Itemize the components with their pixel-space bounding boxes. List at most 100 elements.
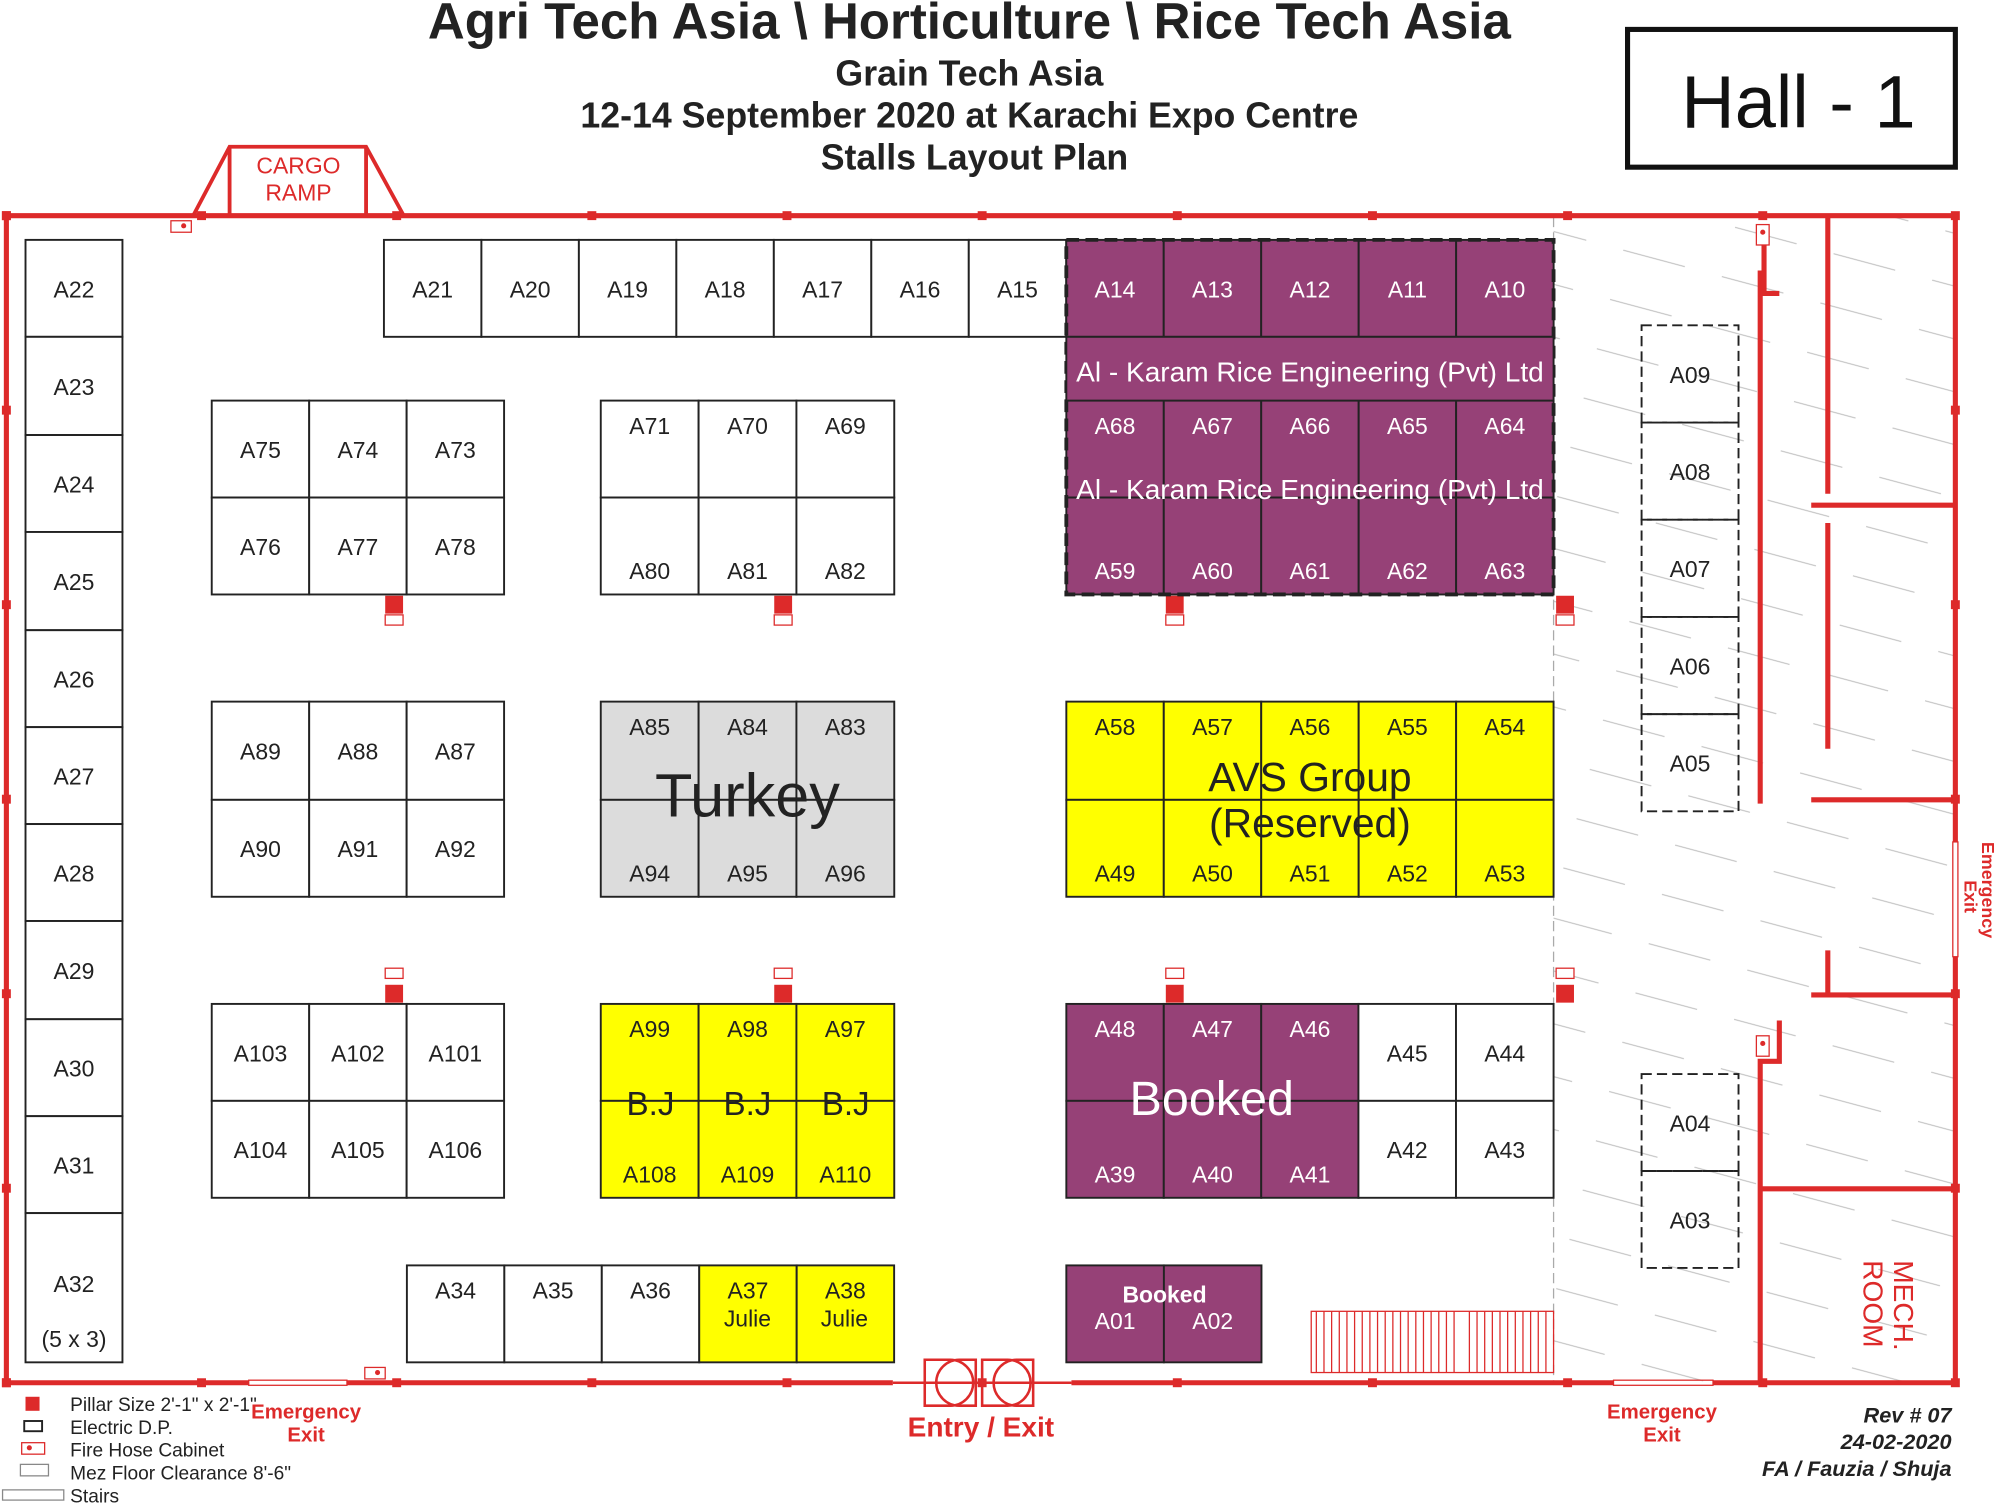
stall-a109[interactable]: A109 <box>697 1099 798 1199</box>
stall-box[interactable] <box>697 1002 798 1102</box>
stall-box[interactable] <box>24 1018 124 1118</box>
stall-a61[interactable]: A61 <box>1260 496 1360 596</box>
stall-box[interactable] <box>308 496 408 596</box>
stall-a04[interactable]: A04 <box>1640 1073 1740 1172</box>
stall-a78[interactable]: A78 <box>405 496 506 596</box>
stall-a40[interactable]: A40 <box>1162 1099 1263 1199</box>
stall-a41[interactable]: A41 <box>1260 1099 1360 1199</box>
stall-box[interactable] <box>795 399 896 499</box>
stall-box[interactable] <box>1162 1099 1263 1199</box>
stall-box[interactable] <box>24 726 124 826</box>
stall-a11[interactable]: A11 <box>1357 238 1458 338</box>
stall-box[interactable] <box>1065 700 1165 801</box>
stall-a24[interactable]: A24 <box>24 434 124 533</box>
stall-box[interactable] <box>1357 496 1458 596</box>
stall-a51[interactable]: A51 <box>1260 798 1360 898</box>
stall-a28[interactable]: A28 <box>24 823 124 922</box>
stall-box[interactable] <box>24 335 124 436</box>
stall-box[interactable] <box>24 531 124 632</box>
stall-a104[interactable]: A104 <box>210 1099 311 1199</box>
stall-a23[interactable]: A23 <box>24 335 124 436</box>
stall-a82[interactable]: A82 <box>795 496 896 596</box>
stall-a47[interactable]: A47 <box>1162 1002 1263 1102</box>
stall-a03[interactable]: A03 <box>1640 1170 1740 1269</box>
stall-box[interactable] <box>210 399 311 499</box>
stall-a20[interactable]: A20 <box>480 238 580 338</box>
stall-a71[interactable]: A71 <box>599 399 700 499</box>
stall-box[interactable] <box>697 399 798 499</box>
stall-box[interactable] <box>600 1264 701 1364</box>
stall-a91[interactable]: A91 <box>308 798 408 898</box>
stall-box[interactable] <box>1357 1099 1457 1199</box>
stall-box[interactable] <box>1260 496 1360 596</box>
stall-a74[interactable]: A74 <box>308 399 408 499</box>
stall-a62[interactable]: A62 <box>1357 496 1458 596</box>
stall-box[interactable] <box>1357 399 1458 499</box>
stall-box[interactable] <box>1455 1002 1555 1102</box>
stall-box[interactable] <box>1640 713 1740 813</box>
stall-box[interactable] <box>24 238 124 338</box>
stall-a58[interactable]: A58 <box>1065 700 1165 801</box>
stall-a87[interactable]: A87 <box>405 700 506 801</box>
stall-box[interactable] <box>675 238 775 338</box>
stall-a07[interactable]: A07 <box>1640 518 1740 618</box>
stall-box[interactable] <box>1640 421 1740 521</box>
stall-box[interactable] <box>697 798 798 898</box>
stall-box[interactable] <box>1455 700 1555 801</box>
stall-box[interactable] <box>382 238 483 338</box>
stall-a46[interactable]: A46 <box>1260 1002 1360 1102</box>
stall-a98[interactable]: A98 <box>697 1002 798 1102</box>
stall-a36[interactable]: A36 <box>600 1264 701 1364</box>
stall-box[interactable] <box>1640 1073 1740 1172</box>
stall-a83[interactable]: A83 <box>795 700 896 801</box>
stall-a05[interactable]: A05 <box>1640 713 1740 813</box>
stall-a110[interactable]: A110 <box>795 1099 896 1199</box>
stall-a59[interactable]: A59 <box>1065 496 1165 596</box>
stall-a92[interactable]: A92 <box>405 798 506 898</box>
stall-a17[interactable]: A17 <box>772 238 873 338</box>
stall-a32[interactable]: A32 <box>24 1212 124 1364</box>
stall-a84[interactable]: A84 <box>697 700 798 801</box>
stall-box[interactable] <box>795 1002 896 1102</box>
stall-box[interactable] <box>1065 1099 1165 1199</box>
stall-box[interactable] <box>1640 518 1740 618</box>
stall-a52[interactable]: A52 <box>1357 798 1458 898</box>
stall-a65[interactable]: A65 <box>1357 399 1458 499</box>
stall-a10[interactable]: A10 <box>1455 238 1555 338</box>
stall-box[interactable] <box>795 798 896 898</box>
stall-a27[interactable]: A27 <box>24 726 124 826</box>
stall-box[interactable] <box>599 798 700 898</box>
stall-a16[interactable]: A16 <box>870 238 970 338</box>
stall-box[interactable] <box>405 798 506 898</box>
stall-box[interactable] <box>210 496 311 596</box>
stall-box[interactable] <box>772 238 873 338</box>
stall-box[interactable] <box>24 1115 124 1215</box>
stall-box[interactable] <box>967 238 1068 338</box>
stall-box[interactable] <box>1260 1002 1360 1102</box>
stall-a94[interactable]: A94 <box>599 798 700 898</box>
stall-a25[interactable]: A25 <box>24 531 124 632</box>
stall-a96[interactable]: A96 <box>795 798 896 898</box>
stall-a39[interactable]: A39 <box>1065 1099 1165 1199</box>
stall-box[interactable] <box>577 238 678 338</box>
stall-a88[interactable]: A88 <box>308 700 408 801</box>
stall-a101[interactable]: A101 <box>405 1002 506 1102</box>
stall-box[interactable] <box>1640 324 1740 424</box>
stall-box[interactable] <box>1357 1002 1457 1102</box>
stall-a37[interactable]: A37 <box>698 1264 798 1364</box>
stall-box[interactable] <box>405 496 506 596</box>
stall-box[interactable] <box>697 496 798 596</box>
stall-a105[interactable]: A105 <box>308 1099 408 1199</box>
stall-a63[interactable]: A63 <box>1455 496 1555 596</box>
stall-box[interactable] <box>24 434 124 533</box>
stall-box[interactable] <box>1065 496 1165 596</box>
stall-a89[interactable]: A89 <box>210 700 311 801</box>
stall-box[interactable] <box>210 700 311 801</box>
stall-box[interactable] <box>1162 700 1263 801</box>
stall-box[interactable] <box>599 399 700 499</box>
stall-a45[interactable]: A45 <box>1357 1002 1457 1102</box>
stall-a09[interactable]: A09 <box>1640 324 1740 424</box>
stall-box[interactable] <box>1260 798 1360 898</box>
stall-a26[interactable]: A26 <box>24 629 124 729</box>
stall-a08[interactable]: A08 <box>1640 421 1740 521</box>
